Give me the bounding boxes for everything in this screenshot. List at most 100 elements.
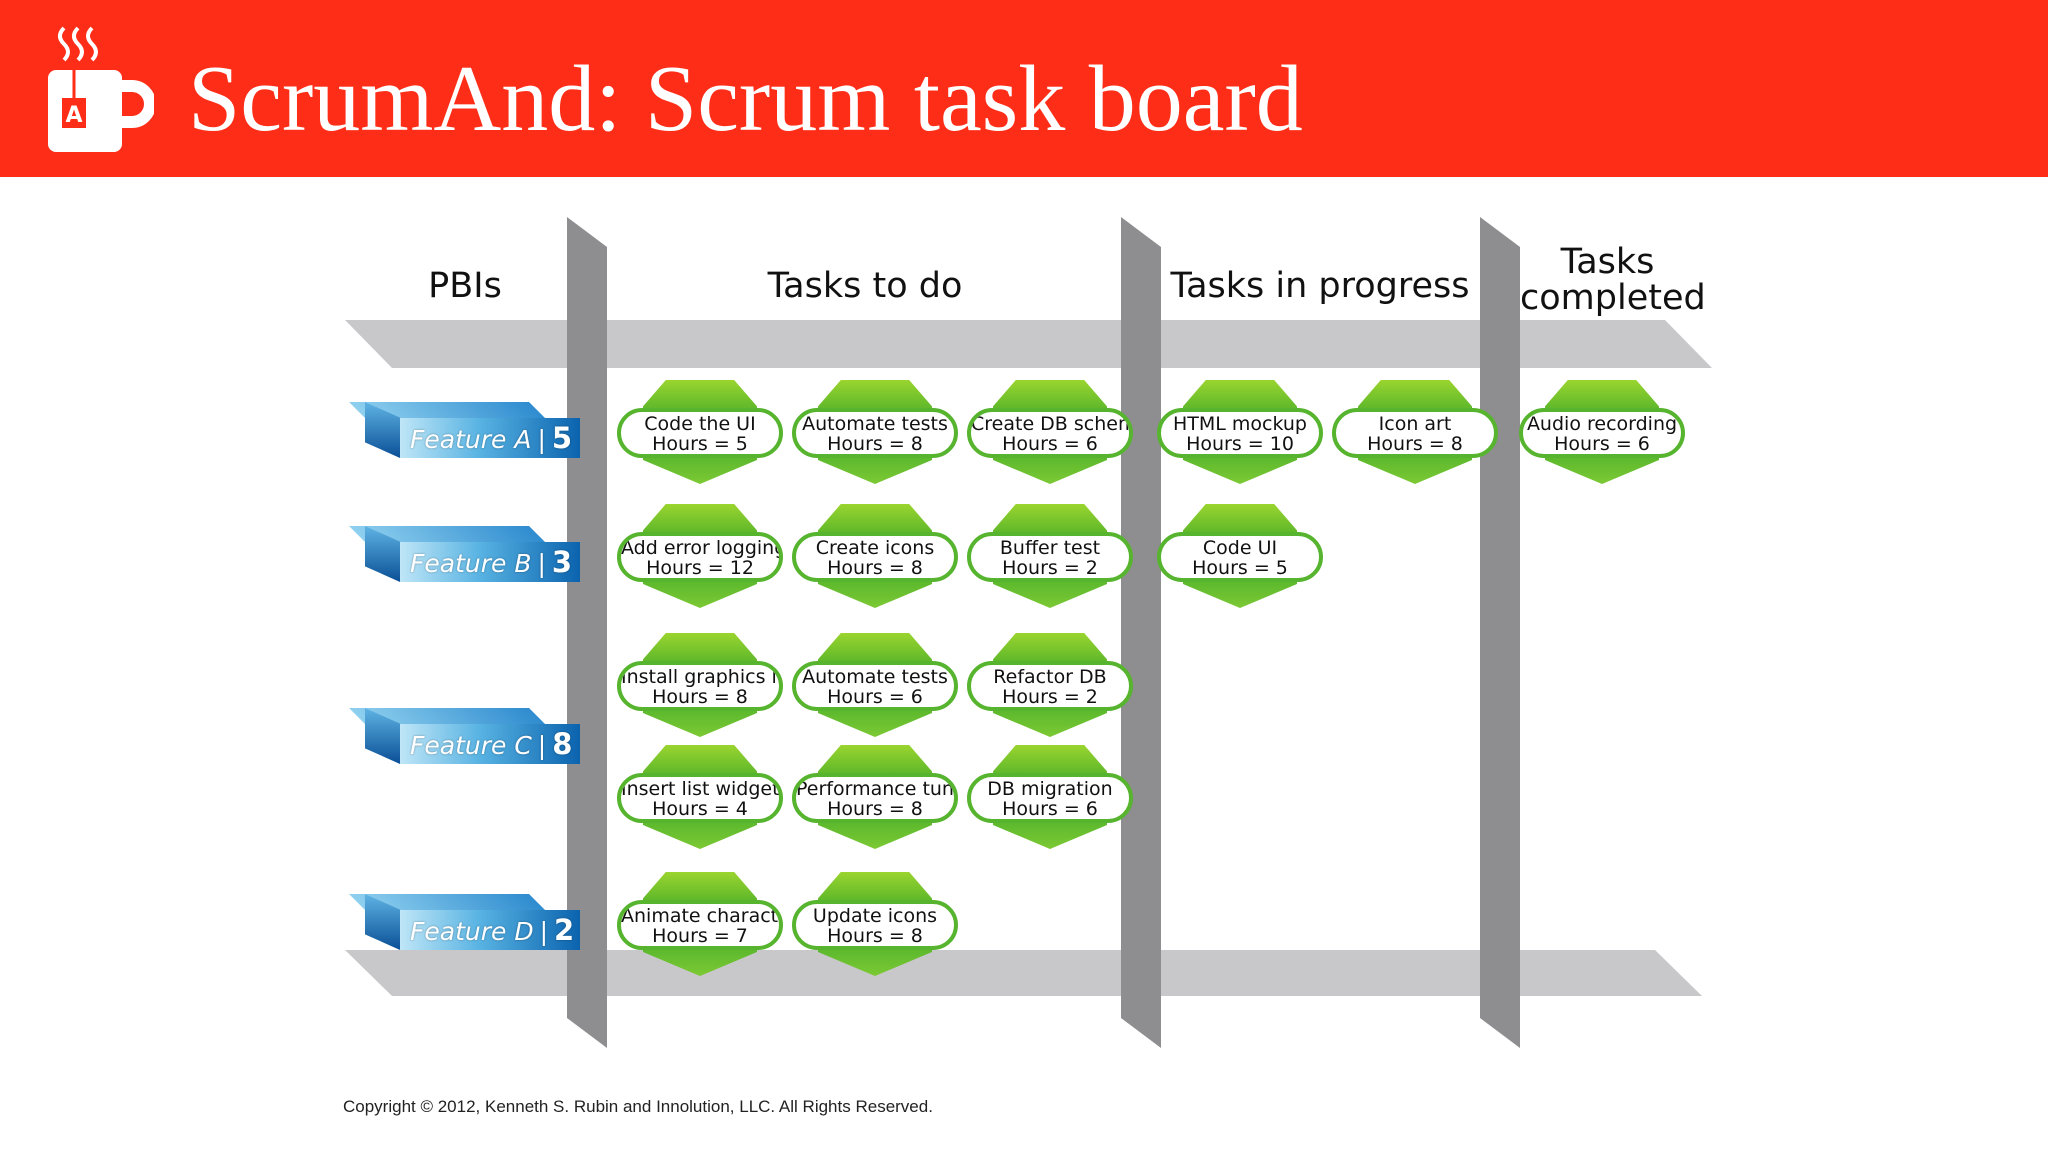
task-hours: Hours = 6	[1002, 433, 1098, 455]
column-header-1: Tasks to do	[767, 266, 963, 306]
task-name: Refactor DB	[993, 666, 1107, 688]
task-name: DB migration	[987, 778, 1113, 800]
task-hours: Hours = 10	[1186, 433, 1294, 455]
pbi-label: Feature D|2	[400, 910, 580, 950]
task-hours: Hours = 8	[827, 798, 923, 820]
task-name: Automate tests	[802, 413, 948, 435]
pbi-points: 8	[552, 727, 573, 761]
pbi-points: 2	[554, 913, 575, 947]
task-hours: Hours = 8	[827, 433, 923, 455]
task-hours: Hours = 2	[1002, 557, 1098, 579]
column-header-3: Tasks completed	[1520, 242, 1706, 318]
pbi-name: Feature D	[410, 917, 534, 946]
task-hours: Hours = 7	[652, 925, 748, 947]
task-name: Update icons	[812, 905, 938, 927]
task-hours: Hours = 6	[1002, 798, 1098, 820]
task-name: Icon art	[1378, 413, 1452, 435]
pbi-points: 5	[551, 421, 573, 455]
pbi-card-front	[400, 724, 580, 764]
task-hours: Hours = 12	[646, 557, 754, 579]
pbi-name: Feature C	[410, 731, 532, 760]
pbi-label: Feature B|3	[400, 542, 580, 582]
pbi-points: 3	[551, 545, 573, 579]
copyright-notice: Copyright © 2012, Kenneth S. Rubin and I…	[343, 1097, 933, 1116]
pbi-label: Feature C|8	[400, 724, 580, 764]
task-name: Add error logging	[621, 537, 783, 559]
coffee-mug-icon: A	[48, 26, 154, 152]
pbi-separator: |	[537, 731, 547, 760]
post-3	[1480, 217, 1520, 1048]
task-hours: Hours = 2	[1002, 686, 1098, 708]
pbi-card-front	[400, 542, 580, 582]
task-hours: Hours = 6	[827, 686, 923, 708]
pbi-card[interactable]: Feature A|5	[349, 402, 580, 458]
task-name: Code UI	[1202, 537, 1278, 559]
column-header-2: Tasks in progress	[1170, 266, 1470, 306]
pbi-separator: |	[537, 425, 546, 454]
title-banner: A ScrumAnd: Scrum task board	[0, 0, 2048, 177]
task-hours: Hours = 8	[652, 686, 748, 708]
task-hours: Hours = 6	[1554, 433, 1650, 455]
pbi-label: Feature A|5	[400, 418, 580, 458]
pbi-name: Feature B	[410, 549, 532, 578]
task-name: Performance tuning	[796, 778, 954, 800]
pbi-card[interactable]: Feature D|2	[349, 894, 580, 950]
pbi-separator: |	[537, 549, 546, 578]
task-hours: Hours = 8	[1367, 433, 1463, 455]
task-name: Create DB schema	[971, 413, 1133, 435]
task-name: Insert list widget	[621, 778, 780, 800]
pbi-card[interactable]: Feature C|8	[349, 708, 580, 764]
svg-text:A: A	[65, 103, 82, 128]
task-name: Animate character	[621, 905, 783, 927]
task-name: Install graphics lib	[621, 666, 783, 688]
task-name: Automate tests	[802, 666, 948, 688]
task-label: Performance tuningHours = 8	[792, 773, 958, 823]
pbi-card-front	[400, 910, 580, 950]
task-name: Create icons	[815, 537, 935, 559]
task-hours: Hours = 4	[652, 798, 748, 820]
top-rail	[345, 320, 1712, 368]
pbi-card-front	[400, 418, 580, 458]
pbi-name: Feature A	[410, 425, 532, 454]
task-name: Buffer test	[999, 537, 1101, 559]
task-name: Code the UI	[644, 413, 756, 435]
task-hours: Hours = 8	[827, 557, 923, 579]
task-card[interactable]: Performance tuningHours = 8	[792, 745, 958, 849]
pbi-card[interactable]: Feature B|3	[349, 526, 580, 582]
pbi-separator: |	[539, 917, 549, 946]
task-hours: Hours = 5	[652, 433, 748, 455]
task-name: Audio recording	[1526, 413, 1678, 435]
task-hours: Hours = 5	[1192, 557, 1288, 579]
